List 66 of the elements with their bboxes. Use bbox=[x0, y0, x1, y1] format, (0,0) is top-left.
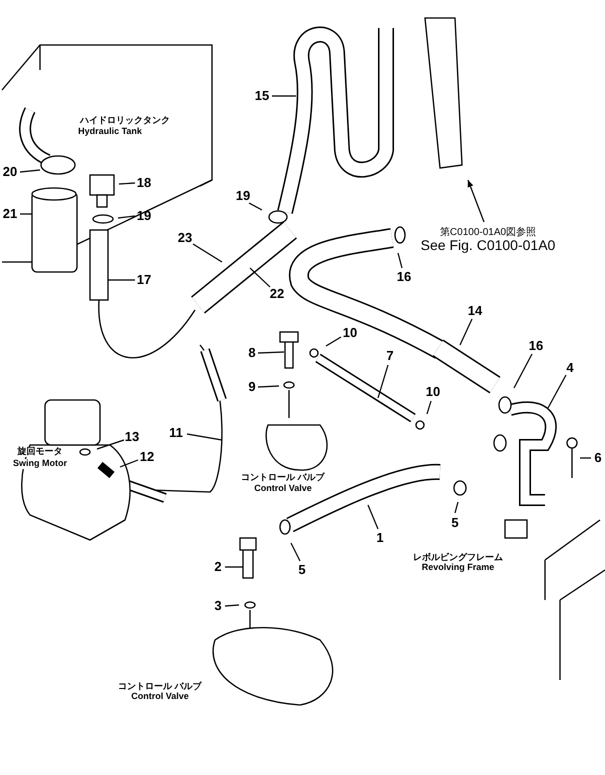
leader-line bbox=[258, 351, 284, 354]
leader-line bbox=[377, 364, 389, 398]
callout-number: 19 bbox=[236, 188, 250, 204]
callout-number: 18 bbox=[136, 176, 152, 190]
part-label: Control Valve bbox=[131, 692, 189, 702]
part-label: Control Valve bbox=[254, 484, 312, 494]
callout-number: 15 bbox=[254, 88, 270, 104]
callout-number: 3 bbox=[214, 598, 222, 614]
part-label: 旋回モータ bbox=[18, 447, 62, 457]
part-label: コントロール バルブ bbox=[241, 473, 325, 483]
part-label: レボルビングフレーム bbox=[413, 553, 503, 563]
leader-line bbox=[397, 252, 403, 268]
leader-line bbox=[467, 180, 485, 222]
leader-line bbox=[290, 542, 301, 562]
leader-line bbox=[454, 502, 459, 514]
callout-number: 10 bbox=[342, 326, 358, 340]
leader-line bbox=[20, 213, 32, 215]
callout-number: 12 bbox=[140, 450, 154, 464]
part-label: Revolving Frame bbox=[422, 563, 494, 573]
leader-line bbox=[225, 566, 243, 568]
leader-line bbox=[367, 504, 379, 530]
leader-line bbox=[547, 374, 567, 408]
leader-line bbox=[20, 169, 40, 173]
part-label: ハイドロリックタンク bbox=[80, 116, 170, 126]
part-label: コントロール バルブ bbox=[118, 682, 202, 692]
leader-line bbox=[118, 182, 136, 185]
callout-number: 11 bbox=[169, 426, 183, 440]
leader-line bbox=[248, 202, 262, 211]
leader-line bbox=[120, 459, 138, 468]
callout-number: 5 bbox=[451, 516, 459, 530]
leader-line bbox=[513, 354, 533, 388]
leader-line bbox=[224, 604, 240, 607]
callout-number: 9 bbox=[248, 380, 256, 394]
leader-line bbox=[272, 95, 296, 97]
callout-number: 16 bbox=[396, 270, 412, 284]
callout-number: 13 bbox=[124, 430, 140, 444]
callout-number: 6 bbox=[594, 450, 602, 466]
part-label: Hydraulic Tank bbox=[78, 127, 142, 137]
leader-line bbox=[258, 385, 280, 388]
callout-number: 4 bbox=[566, 360, 574, 376]
reference-note: 第C0100-01A0図参照 See Fig. C0100-01A0 bbox=[420, 226, 556, 254]
callout-number: 5 bbox=[298, 562, 306, 578]
leader-line bbox=[426, 400, 432, 414]
leader-line bbox=[186, 433, 222, 441]
leader-line bbox=[326, 336, 342, 347]
part-label: Swing Motor bbox=[13, 459, 67, 469]
leader-line bbox=[459, 318, 473, 346]
callout-number: 22 bbox=[270, 286, 284, 302]
leader-line bbox=[96, 439, 124, 450]
leader-line bbox=[192, 244, 222, 262]
callout-number: 19 bbox=[136, 208, 152, 224]
callout-number: 1 bbox=[376, 530, 384, 546]
callout-number: 8 bbox=[248, 346, 256, 360]
callout-number: 20 bbox=[2, 164, 18, 180]
callout-number: 14 bbox=[468, 304, 482, 318]
leader-line bbox=[118, 215, 136, 219]
leader-line bbox=[250, 268, 270, 288]
leader-line bbox=[108, 279, 135, 281]
callout-number: 23 bbox=[178, 230, 192, 246]
callout-number: 16 bbox=[528, 338, 544, 354]
callout-number: 17 bbox=[136, 272, 152, 288]
callout-number: 7 bbox=[386, 348, 394, 364]
callout-number: 21 bbox=[2, 206, 18, 222]
callout-number: 2 bbox=[214, 560, 222, 574]
callout-number: 10 bbox=[426, 384, 440, 400]
leader-line bbox=[580, 457, 591, 459]
